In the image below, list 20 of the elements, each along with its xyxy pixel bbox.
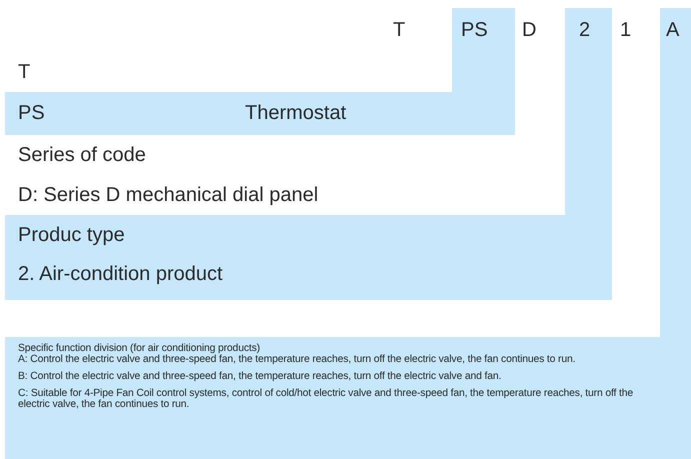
code-letter: 1 — [620, 18, 632, 42]
band-text: 2. Air-condition product — [18, 262, 223, 286]
code-letter: 2 — [579, 18, 590, 42]
row-text: T — [18, 60, 30, 84]
section-heading: Specific function division (for air conditioning products) — [18, 343, 260, 354]
code-band — [5, 215, 612, 300]
row-text: D: Series D mechanical dial panel — [18, 183, 318, 207]
code-letter: D — [522, 18, 536, 42]
description-text: C: Suitable for 4-Pipe Fan Coil control systems, control of cold/hot electric valve and three-speed fan, the temperature reaches, turn off the electric valve, the fan continues to run. — [18, 388, 634, 410]
code-letter: T — [393, 18, 406, 42]
code-letter: PS — [461, 18, 488, 42]
description-text: B: Control the electric valve and three-speed fan, the temperature reaches, turn off the electric valve and fan. — [18, 371, 502, 382]
row-text: Series of code — [18, 143, 146, 167]
band-text: Produc type — [18, 223, 125, 247]
code-band — [5, 92, 515, 135]
code-letter: A — [666, 18, 680, 42]
band-text: PS — [18, 101, 45, 125]
description-text: A: Control the electric valve and three-speed fan, the temperature reaches, turn off the electric valve, the fan continues to run. — [18, 354, 576, 365]
code-band — [5, 337, 691, 459]
band-text: Thermostat — [245, 101, 346, 125]
